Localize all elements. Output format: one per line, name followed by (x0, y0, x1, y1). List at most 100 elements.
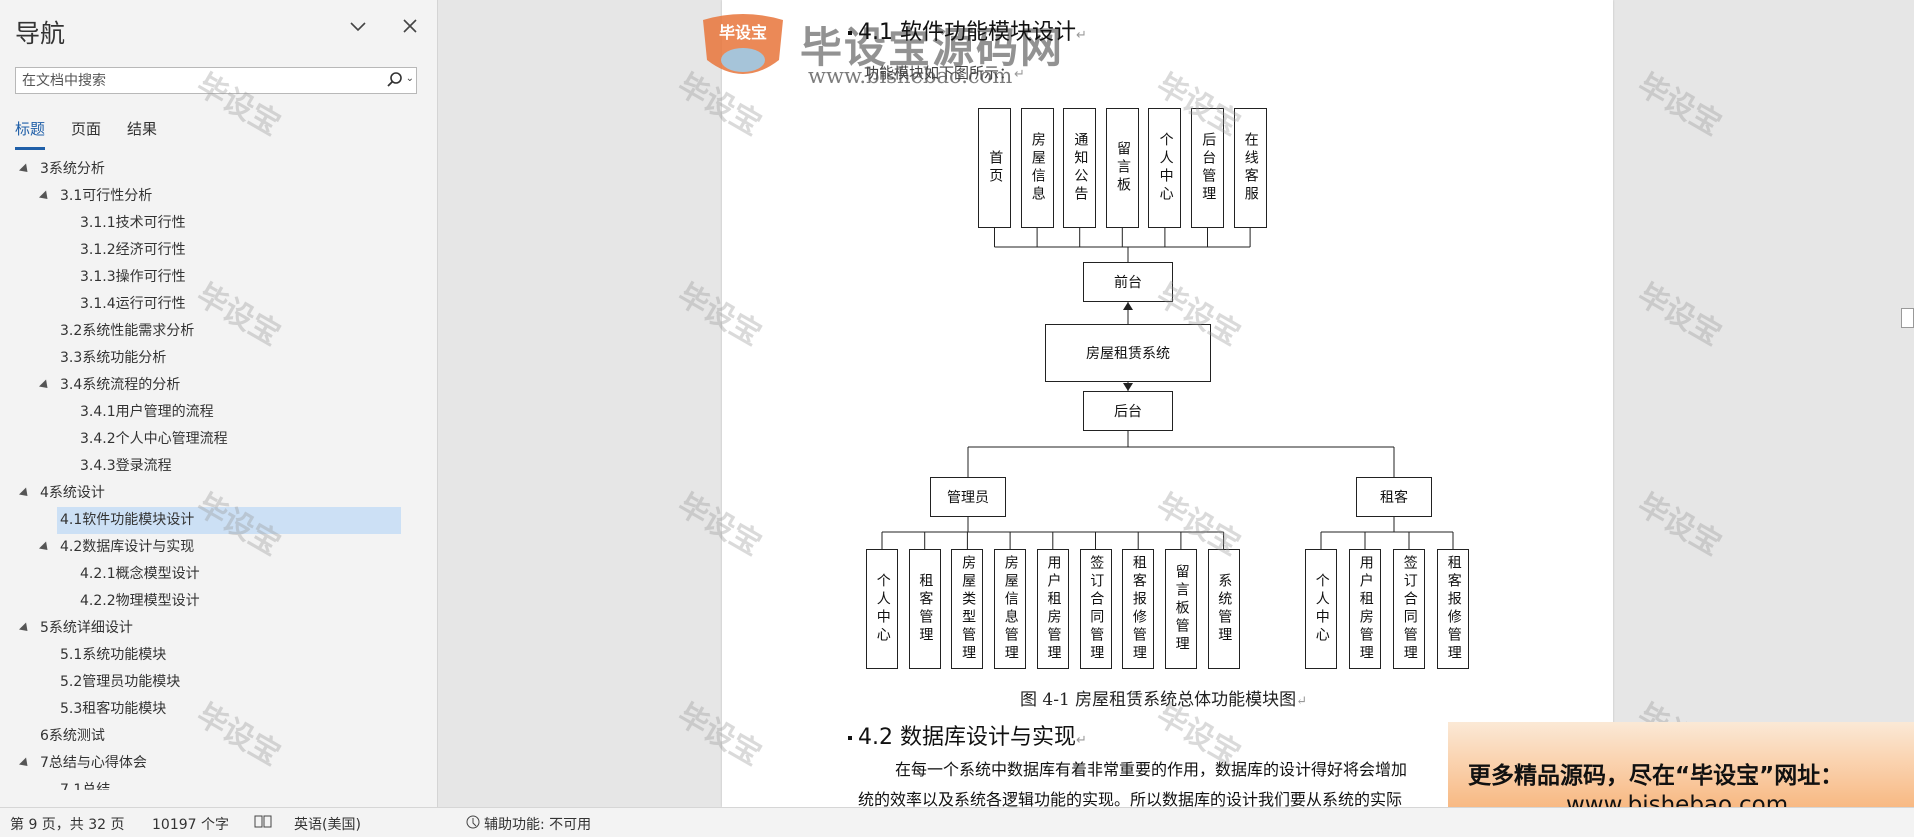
admin-module-box: 系统管理 (1207, 549, 1240, 669)
tree-item[interactable]: 4.2数据库设计与实现 (38, 534, 195, 561)
admin-module-box: 留言板管理 (1164, 549, 1197, 669)
search-icon[interactable] (386, 71, 404, 89)
tree-item[interactable]: 3.1.3操作可行性 (80, 264, 186, 291)
accessibility-icon[interactable] (464, 814, 482, 834)
tree-item[interactable]: 4.2.1概念模型设计 (80, 561, 200, 588)
tree-item[interactable]: 3.1.4运行可行性 (80, 291, 186, 318)
search-field[interactable]: ⌄ (15, 67, 417, 94)
accessibility-status[interactable]: 辅助功能: 不可用 (484, 817, 592, 833)
front-module-box: 在线客服 (1233, 108, 1267, 228)
logo-text: 毕设宝源码网 (800, 23, 1065, 72)
admin-box-label: 管理员 (947, 490, 989, 506)
tree-item-label: 3.2系统性能需求分析 (60, 323, 195, 339)
tree-item-label: 4.2.2物理模型设计 (80, 593, 200, 609)
tree-item[interactable]: 3.1.2经济可行性 (80, 237, 186, 264)
tree-item-label: 5系统详细设计 (40, 620, 133, 636)
word-count[interactable]: 10197 个字 (152, 817, 229, 833)
front-module-box: 个人中心 (1148, 108, 1182, 228)
tab-pages[interactable]: 页面 (71, 120, 102, 138)
admin-module-box: 签订合同管理 (1079, 549, 1112, 669)
tree-item[interactable]: 3.1.1技术可行性 (80, 210, 186, 237)
page-count[interactable]: 第 9 页，共 32 页 (10, 817, 125, 833)
tree-item[interactable]: 3.4系统流程的分析 (38, 372, 181, 399)
tree-item-label: 7总结与心得体会 (40, 755, 147, 771)
tenant-module-box: 租客报修管理 (1437, 549, 1469, 669)
tree-item[interactable]: 7总结与心得体会 (18, 750, 147, 777)
tree-item-label: 3.1.1技术可行性 (80, 215, 186, 231)
admin-module-box-label: 签订合同管理 (1088, 555, 1105, 663)
promo-line-1: 更多精品源码，尽在“毕设宝”网址： (1468, 763, 1844, 789)
front-module-box-label: 房屋信息 (1029, 132, 1046, 204)
tab-results[interactable]: 结果 (127, 120, 158, 138)
tree-item[interactable]: 3系统分析 (18, 156, 105, 183)
front-box: 前台 (1083, 262, 1173, 302)
tree-item[interactable]: 3.4.3登录流程 (80, 453, 172, 480)
tree-item[interactable]: 7.1总结 (60, 777, 110, 790)
language[interactable]: 英语(美国) (294, 817, 361, 833)
search-input[interactable] (16, 68, 366, 93)
tenant-module-box-label: 用户租房管理 (1357, 555, 1374, 663)
system-box: 房屋租赁系统 (1045, 324, 1211, 382)
front-module-box-label: 个人中心 (1157, 132, 1174, 204)
tree-item-label: 3.4系统流程的分析 (60, 377, 181, 393)
tree-item-label: 5.1系统功能模块 (60, 647, 167, 663)
tree-item-label: 3.1.2经济可行性 (80, 242, 186, 258)
tree-item[interactable]: 3.3系统功能分析 (60, 345, 166, 372)
tab-headings[interactable]: 标题 (15, 118, 46, 150)
tree-item[interactable]: 5.2管理员功能模块 (60, 669, 180, 696)
tree-item-label: 7.1总结 (60, 782, 111, 790)
close-icon[interactable] (398, 16, 422, 40)
admin-module-box-label: 用户租房管理 (1045, 555, 1062, 663)
back-box-label: 后台 (1114, 404, 1142, 420)
admin-module-box: 租客报修管理 (1122, 549, 1155, 669)
admin-module-box-label: 房屋类型管理 (960, 555, 977, 663)
tree-item[interactable]: 5系统详细设计 (18, 615, 133, 642)
system-box-label: 房屋租赁系统 (1086, 346, 1170, 362)
caret-down-icon[interactable]: ⌄ (405, 73, 414, 84)
nav-tabs: 标题 页面 结果 (15, 118, 183, 150)
tree-item[interactable]: 3.2系统性能需求分析 (60, 318, 194, 345)
admin-module-box: 用户租房管理 (1036, 549, 1069, 669)
logo-url: www.bishebao.com (808, 64, 1013, 88)
tree-item[interactable]: 3.4.2个人中心管理流程 (80, 426, 228, 453)
tree-item[interactable]: 4.2.2物理模型设计 (80, 588, 200, 615)
admin-module-box-label: 租客管理 (917, 573, 934, 645)
tree-item[interactable]: 3.1可行性分析 (38, 183, 153, 210)
admin-module-box-label: 房屋信息管理 (1002, 555, 1019, 663)
tree-item[interactable]: 5.1系统功能模块 (60, 642, 166, 669)
status-bar: 第 9 页，共 32 页 10197 个字 英语(美国) 辅助功能: 不可用 (0, 807, 1914, 837)
admin-box: 管理员 (930, 477, 1006, 517)
heading-4-1: 4.1 软件功能模块设计↵ (848, 14, 1087, 46)
tenant-module-box: 用户租房管理 (1349, 549, 1381, 669)
admin-module-box-label: 系统管理 (1216, 573, 1233, 645)
tree-item[interactable]: 4系统设计 (18, 480, 105, 507)
logo-icon: 毕设宝 (703, 14, 783, 74)
tree-item-label: 3.4.3登录流程 (80, 458, 172, 474)
tree-item[interactable]: 3.4.1用户管理的流程 (80, 399, 214, 426)
admin-module-box: 个人中心 (866, 549, 898, 669)
front-module-box-label: 后台管理 (1200, 132, 1217, 204)
front-module-box: 房屋信息 (1020, 108, 1054, 228)
tree-item-label: 4.1软件功能模块设计 (60, 512, 195, 528)
tenant-module-box-label: 租客报修管理 (1445, 555, 1462, 663)
tree-item-label: 6系统测试 (40, 728, 105, 744)
tree-item-label: 3.1.4运行可行性 (80, 296, 186, 312)
tree-item[interactable]: 6系统测试 (40, 723, 105, 750)
tree-item[interactable]: 4.1软件功能模块设计 (57, 507, 401, 534)
tree-item-label: 4.2数据库设计与实现 (60, 539, 195, 555)
body-paragraph-line-2: 统的效率以及系统各逻辑功能的实现。所以数据库的设计我们要从系统的实际 (858, 790, 1403, 809)
tree-item-label: 3系统分析 (40, 161, 105, 177)
front-module-box: 后台管理 (1191, 108, 1224, 228)
body-paragraph-line-1: 在每一个系统中数据库有着非常重要的作用，数据库的设计得好将会增加 (895, 760, 1408, 779)
tree-item-label: 3.1.3操作可行性 (80, 269, 186, 285)
tree-item-label: 3.1可行性分析 (60, 188, 153, 204)
admin-module-box-label: 租客报修管理 (1130, 555, 1147, 663)
tree-item-label: 5.2管理员功能模块 (60, 674, 181, 690)
proofing-icon[interactable] (254, 814, 272, 834)
chevron-down-icon[interactable] (346, 16, 370, 40)
tree-item-label: 3.3系统功能分析 (60, 350, 167, 366)
tree-item-label: 3.4.1用户管理的流程 (80, 404, 214, 420)
tenant-box-label: 租客 (1380, 490, 1408, 506)
tree-item[interactable]: 5.3租客功能模块 (60, 696, 166, 723)
